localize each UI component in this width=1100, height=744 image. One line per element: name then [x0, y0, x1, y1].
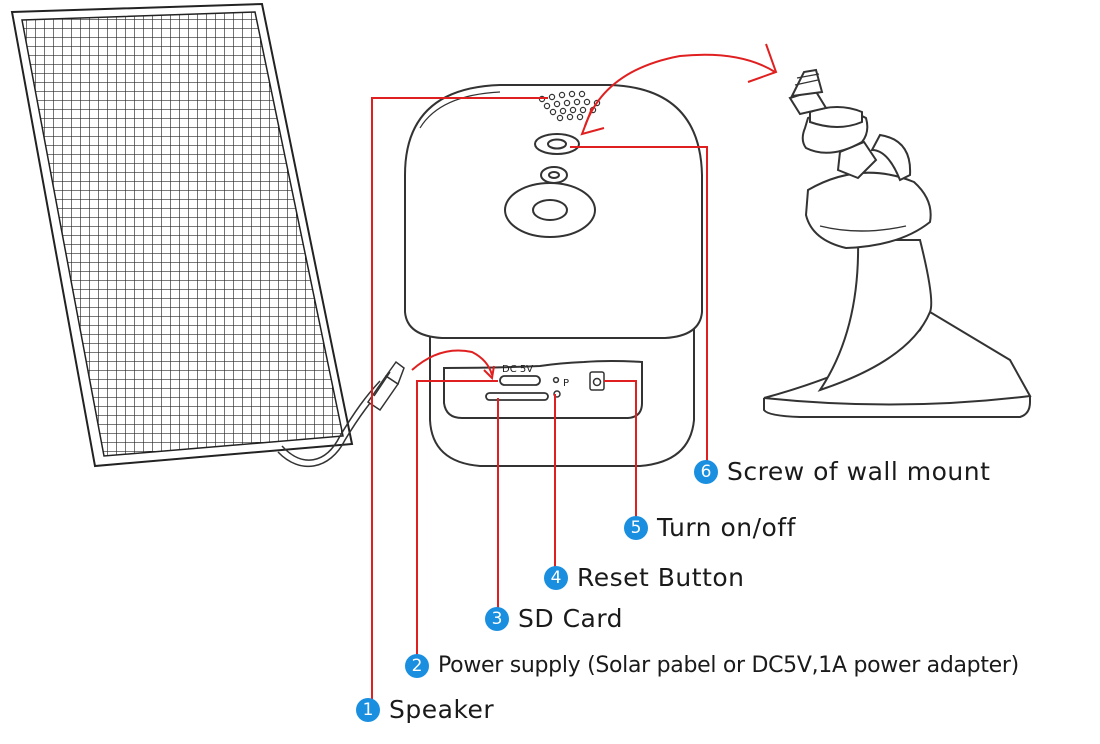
callout-label: Turn on/off: [657, 513, 796, 542]
dc-port-label: DC 5V: [502, 364, 533, 375]
leader-mount-screw: [570, 146, 708, 462]
light-sensor: [540, 166, 568, 184]
dc-port: [499, 375, 541, 386]
callout-wall-mount-screw: 6 Screw of wall mount: [694, 457, 990, 486]
callout-number-badge: 4: [544, 565, 568, 590]
arrow-heads: [483, 43, 778, 381]
reset-hole: [552, 376, 561, 398]
reset-port-label: P: [563, 378, 569, 389]
callout-number-badge: 2: [405, 653, 429, 678]
callout-label: Speaker: [389, 695, 495, 724]
mount-arrow-arc: [584, 53, 776, 127]
callout-number-badge: 6: [694, 459, 718, 484]
callout-sd-card: 3 SD Card: [485, 604, 623, 633]
callout-number-badge: 5: [624, 515, 648, 540]
leader-power-supply: [416, 380, 498, 660]
callout-number-badge: 1: [356, 697, 380, 722]
port-panel: [443, 360, 643, 419]
solar-panel: [10, 2, 354, 468]
plug-arrow-arc: [411, 349, 493, 376]
callout-label: SD Card: [518, 604, 624, 633]
callout-number-badge: 3: [485, 606, 509, 631]
callout-label: Power supply (Solar pabel or DC5V,1A pow…: [438, 653, 1019, 678]
leader-lines: [371, 53, 776, 700]
callout-power-supply: 2 Power supply (Solar pabel or DC5V,1A p…: [405, 653, 1019, 678]
power-switch: [589, 371, 605, 391]
callout-label: Screw of wall mount: [727, 457, 991, 486]
callout-turn-on-off: 5 Turn on/off: [624, 513, 796, 542]
wall-mount: [763, 68, 1032, 418]
camera-lens: [504, 182, 596, 238]
callout-label: Reset Button: [577, 563, 745, 592]
sd-card-slot: [485, 392, 549, 401]
speaker-grille: [538, 90, 601, 122]
mount-screw-socket: [534, 133, 580, 155]
leader-switch: [604, 380, 637, 518]
leader-speaker: [371, 97, 548, 700]
callout-reset-button: 4 Reset Button: [544, 563, 745, 592]
micro-usb-plug: [366, 360, 405, 412]
callout-speaker: 1 Speaker: [356, 695, 494, 724]
